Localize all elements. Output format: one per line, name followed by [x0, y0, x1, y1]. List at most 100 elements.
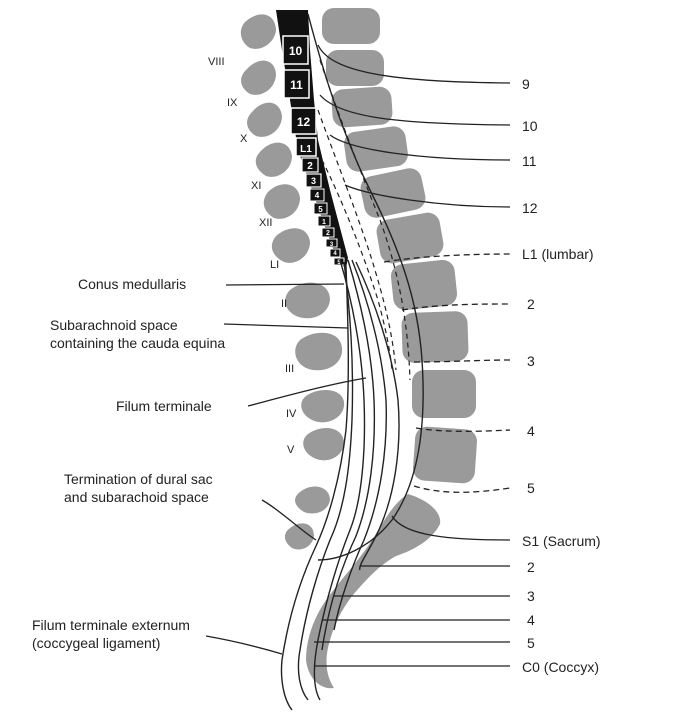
spinous-process-3: [247, 102, 282, 137]
level-label: 5: [527, 635, 535, 651]
subarachnoid-space-label-line2: containing the cauda equina: [50, 335, 225, 351]
spinous-process-6: [271, 228, 310, 263]
cord-segment-label: 4: [333, 251, 337, 257]
level-label: S1 (Sacrum): [522, 533, 601, 549]
roman-label: IX: [227, 97, 238, 109]
spinous-process-2: [241, 60, 276, 95]
cord-segment-label: L1: [300, 144, 312, 155]
termination-dural-sac-label-line2: and subarachoid space: [64, 489, 209, 505]
roman-label: XI: [251, 180, 261, 192]
cord-segment: [309, 188, 325, 202]
leader-line: [317, 44, 511, 84]
level-label: 5: [527, 480, 535, 496]
filum-terminale-label: Filum terminale: [116, 398, 212, 414]
dural-sac-outline: [307, 13, 424, 561]
roman-label: XII: [259, 217, 272, 229]
leader-line: [391, 515, 511, 541]
level-label: C0 (Coccyx): [522, 659, 599, 675]
nerve-root: [297, 261, 354, 701]
spinal-cord: 10 11 12 L1 2 3 4 5 1 2 3 4 5: [276, 10, 348, 268]
cord-segment-label: 2: [326, 230, 330, 237]
conus-medullaris-label: Conus medullaris: [78, 276, 186, 292]
leader-line: [205, 635, 283, 655]
cord-segment-label: 10: [289, 44, 303, 58]
filum-terminale-externum-label: Filum terminale externum: [32, 617, 190, 633]
left-leaders: [205, 283, 367, 655]
cord-segment: [329, 248, 341, 258]
level-label: 10: [522, 118, 538, 134]
vertebral-body-l3: [401, 311, 469, 363]
termination-dural-sac-label: Termination of dural sac: [64, 471, 213, 487]
cord-segment: [290, 107, 317, 135]
cord-segment-label: 11: [290, 78, 303, 92]
roman-label: VIII: [208, 56, 225, 68]
spinous-process-10: [303, 428, 344, 461]
nerve-root-dashed: [321, 159, 393, 371]
sacrum: [306, 494, 441, 689]
cord-segment: [333, 257, 345, 266]
vertebral-body-l1: [376, 212, 444, 264]
spinous-process-9: [301, 390, 345, 423]
vertebral-body-t9: [326, 50, 384, 86]
vertebral-body-t10: [331, 86, 393, 128]
cord-segment-label: 5: [337, 260, 341, 266]
level-label: L1 (lumbar): [522, 246, 594, 262]
left-labels: Conus medullaris Subarachnoid space cont…: [32, 276, 225, 651]
leader-line-dashed: [383, 253, 511, 263]
spinous-process-5: [263, 184, 300, 219]
filum-terminale-line: [280, 265, 349, 711]
roman-label: V: [287, 444, 295, 456]
leader-line: [261, 499, 317, 541]
vertebral-bodies: [306, 8, 478, 689]
spinous-process-4: [255, 142, 292, 177]
leader-line: [225, 283, 345, 286]
nerve-root-dashed: [317, 109, 397, 371]
leader-line-dashed: [401, 303, 511, 311]
level-label: 4: [527, 423, 535, 439]
vertebral-body-l2: [390, 259, 458, 311]
spinous-process-12: [284, 523, 314, 550]
level-label: 2: [527, 559, 535, 575]
roman-label: X: [240, 133, 248, 145]
vertebral-body-t11: [344, 126, 408, 172]
subarachnoid-space-label: Subarachnoid space: [50, 317, 178, 333]
cord-segment-label: 5: [318, 205, 323, 214]
roman-label: II: [281, 298, 287, 310]
spinous-processes: [240, 14, 345, 550]
leader-line: [329, 134, 511, 161]
cord-segment-label: 12: [297, 115, 311, 129]
leader-line: [344, 184, 511, 208]
vertebral-body-l5: [412, 426, 478, 484]
vertebral-body-l4: [412, 370, 476, 418]
cord-segment-label: 2: [307, 161, 313, 172]
leader-line: [223, 323, 349, 329]
cord-segment: [317, 215, 331, 227]
leader-line-dashed: [413, 359, 511, 363]
level-label: 4: [527, 612, 535, 628]
filum-terminale-externum-label-line2: (coccygeal ligament): [32, 635, 160, 651]
level-label: 12: [522, 200, 538, 216]
roman-label: III: [285, 363, 294, 375]
cauda-equina: [280, 13, 424, 711]
cord-segment: [283, 69, 310, 99]
cord-segment: [295, 137, 317, 157]
cord-segment: [313, 202, 328, 215]
roman-label: IV: [286, 408, 297, 420]
nerve-root: [355, 261, 400, 571]
cord-segment: [282, 35, 309, 65]
nerve-root: [313, 259, 366, 701]
right-leaders: [314, 44, 511, 667]
nerve-root: [321, 259, 376, 651]
cord-segment-label: 1: [322, 219, 326, 226]
right-labels: 9 10 11 12 L1 (lumbar) 2 3 4 5 S1 (Sacru…: [522, 76, 601, 675]
cord-segment-label: 4: [315, 191, 320, 200]
spinous-process-8: [295, 332, 343, 371]
spinous-process-1: [240, 14, 276, 49]
cord-segment-label: 3: [311, 176, 316, 186]
roman-label: LI: [270, 259, 279, 271]
level-label: 11: [522, 153, 537, 169]
roman-labels: VIII IX X XI XII LI II III IV V: [208, 56, 297, 456]
spinous-process-11: [295, 486, 330, 514]
level-label: 3: [527, 588, 535, 604]
